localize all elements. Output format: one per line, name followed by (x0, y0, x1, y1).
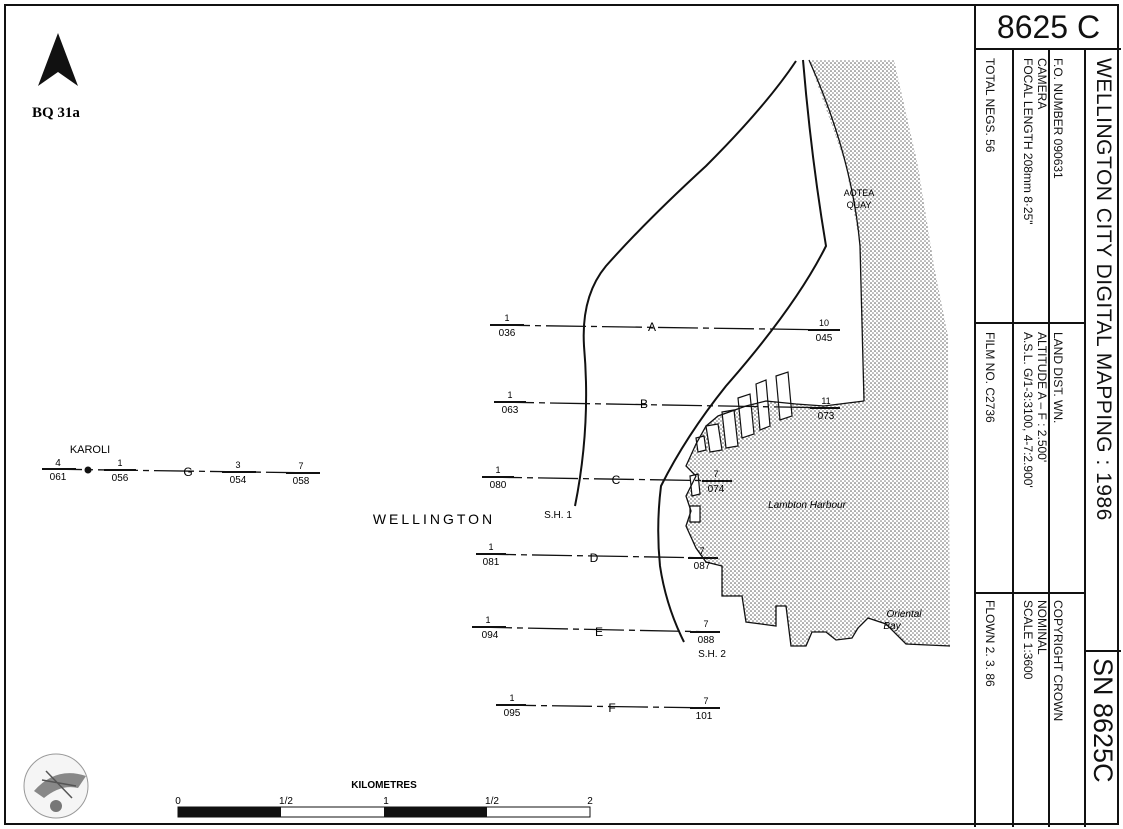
map-canvas: N BQ 31a AOTEA QUAY Lambton Harbour Orie… (23, 33, 951, 819)
flight-line-g: G 4 061 1 056 3 054 7 058 (41, 458, 320, 487)
state-highway-2 (657, 59, 828, 643)
sh1-label: S.H. 1 (544, 510, 572, 521)
end-run: 7 (699, 546, 704, 556)
scale-tick-1: 1/2 (279, 796, 293, 807)
flight-line-f: F 1 095 7 101 (495, 693, 720, 722)
flight-line-letter: D (590, 551, 599, 565)
info-divider-2 (1012, 48, 1014, 827)
end-frame: 058 (293, 476, 310, 487)
flight-line-e: E 1 094 7 088 (471, 615, 720, 646)
start-frame: 036 (499, 328, 516, 339)
end-run: 7 (298, 461, 303, 471)
coastline (685, 400, 951, 647)
start-run: 1 (504, 313, 509, 323)
title-divider (1084, 48, 1086, 827)
scale-tick-4: 2 (587, 796, 593, 807)
fo-number: F.O. NUMBER 090631 (1051, 58, 1065, 179)
flight-line-letter: C (612, 473, 621, 487)
north-arrow-icon: N (38, 33, 78, 87)
harbour-water (686, 60, 950, 646)
flight-line-a: A 1 036 10 045 (489, 313, 840, 344)
film-no: FILM NO. C2736 (983, 332, 997, 423)
nominal-scale: SCALE 1:3600 (1021, 600, 1035, 680)
scale-tick-2: 1 (383, 796, 389, 807)
start-frame: 061 (50, 472, 67, 483)
scale-tick-3: 1/2 (485, 796, 499, 807)
camera: CAMERA (1035, 58, 1049, 110)
flown-date: FLOWN 2. 3. 86 (983, 600, 997, 687)
end-run: 10 (819, 318, 829, 328)
start-run: 4 (55, 458, 61, 469)
flight-line-c: C 1 080 7 074 (481, 465, 732, 495)
mid2-run: 3 (235, 460, 240, 470)
aotea-label-2: QUAY (847, 200, 872, 210)
flight-line-b: B 1 063 11 073 (493, 390, 840, 422)
flight-line-letter: E (595, 625, 603, 639)
lambton-harbour-label: Lambton Harbour (768, 500, 846, 511)
start-frame: 095 (504, 708, 521, 719)
start-frame: 080 (490, 480, 507, 491)
start-frame: 063 (502, 405, 519, 416)
map-reference: BQ 31a (32, 105, 80, 121)
sheet-number: 8625 C (976, 6, 1121, 50)
nominal: NOMINAL (1035, 600, 1049, 655)
flight-line-d: D 1 081 7 087 (475, 542, 718, 572)
wharves (689, 371, 793, 523)
oriental-bay-label-2: Bay (883, 621, 901, 632)
state-highway-1 (574, 60, 797, 507)
mid2-frame: 054 (230, 475, 247, 486)
start-run: 1 (485, 615, 490, 625)
scale-tick-0: 0 (175, 796, 181, 807)
start-frame: 081 (483, 557, 500, 568)
start-run: 1 (509, 693, 514, 703)
asl: A.S.L. G/1-3:3100, 4-7:2.900' (1021, 332, 1035, 488)
survey-number: SN 8625C (1088, 658, 1118, 783)
flight-line-letter: G (183, 465, 192, 479)
company-logo-icon (23, 753, 89, 819)
karori-label: KAROLI (70, 444, 110, 456)
section-divider-1 (976, 322, 1084, 324)
mid-frame: 056 (112, 473, 129, 484)
title-block: 8625 C WELLINGTON CITY DIGITAL MAPPING :… (974, 6, 1121, 827)
map-sheet: N BQ 31a AOTEA QUAY Lambton Harbour Orie… (4, 4, 1121, 827)
total-negs: TOTAL NEGS. 56 (983, 58, 997, 153)
end-frame: 088 (698, 635, 715, 646)
flight-line-letter: A (648, 320, 656, 334)
survey-divider (1086, 650, 1121, 652)
end-frame: 045 (816, 333, 833, 344)
aotea-label-1: AOTEA (844, 188, 875, 198)
end-frame: 101 (696, 711, 713, 722)
start-run: 1 (488, 542, 493, 552)
end-run: 7 (703, 619, 708, 629)
end-run: 11 (821, 396, 830, 406)
copyright: COPYRIGHT CROWN (1051, 600, 1065, 722)
info-divider-1 (1048, 48, 1050, 827)
start-run: 1 (495, 465, 500, 475)
end-frame: 073 (818, 411, 835, 422)
end-frame: 074 (708, 484, 725, 495)
wellington-label: WELLINGTON (373, 511, 495, 527)
focal-length: FOCAL LENGTH 208mm 8·25" (1021, 58, 1035, 225)
end-run: 7 (713, 469, 718, 479)
flight-line-letter: F (608, 701, 615, 715)
sh2-label: S.H. 2 (698, 649, 726, 660)
end-frame: 087 (694, 561, 711, 572)
aotea-quay-edge (859, 245, 865, 402)
start-run: 1 (507, 390, 512, 400)
section-divider-2 (976, 592, 1084, 594)
scale-bar-title: KILOMETRES (351, 780, 417, 791)
north-label: N (54, 76, 61, 87)
mid-run: 1 (117, 458, 122, 468)
altitude: ALTITUDE A – F : 2.500' (1035, 332, 1049, 463)
start-frame: 094 (482, 630, 499, 641)
end-run: 7 (703, 696, 708, 706)
land-dist: LAND DIST. WN. (1051, 332, 1065, 424)
scale-bar: KILOMETRES 0 1/2 1 1/2 2 (175, 780, 593, 818)
flight-line-letter: B (640, 397, 648, 411)
map-title: WELLINGTON CITY DIGITAL MAPPING : 1986 (1092, 58, 1115, 521)
quay-edge-north (808, 59, 861, 247)
oriental-bay-label-1: Oriental (886, 609, 922, 620)
